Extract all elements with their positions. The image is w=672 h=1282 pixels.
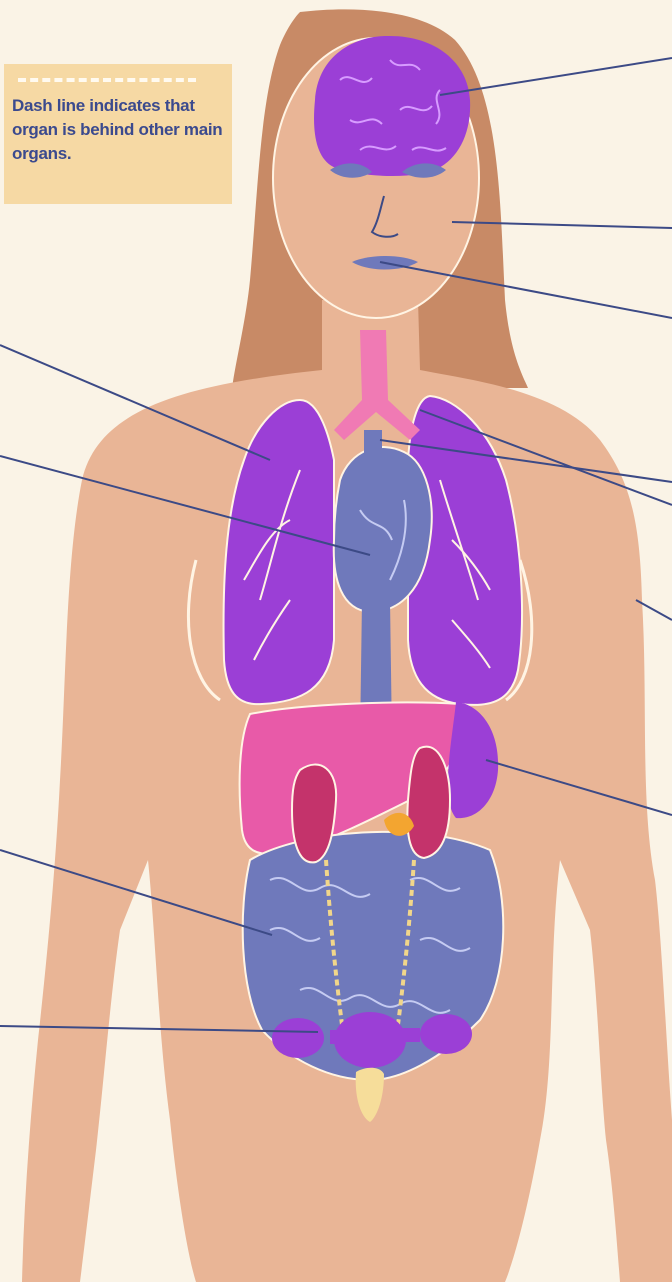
legend-dash-sample bbox=[18, 78, 196, 82]
legend-note: Dash line indicates that organ is behind… bbox=[12, 94, 236, 166]
legend-box: Dash line indicates that organ is behind… bbox=[4, 64, 232, 204]
brain-icon bbox=[314, 36, 470, 176]
